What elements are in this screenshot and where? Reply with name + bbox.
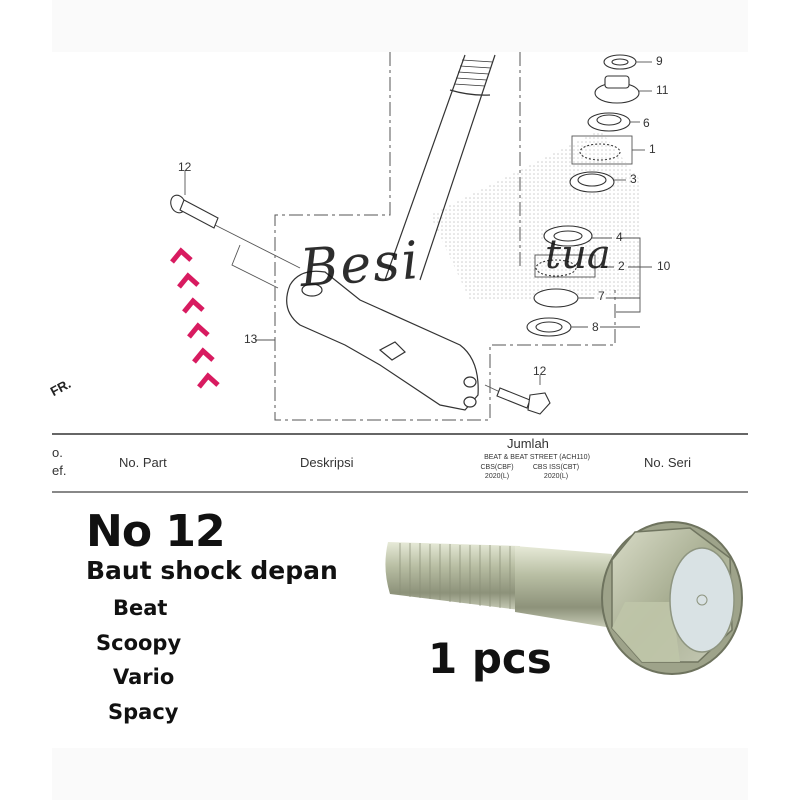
bolt-product-photo — [385, 521, 743, 675]
no-seri-col-header: No. Seri — [644, 455, 691, 470]
callout-7: 7 — [598, 289, 605, 303]
callout-2: 2 — [618, 259, 625, 273]
watermark-besi: Besi — [298, 230, 423, 300]
deskripsi-col-header: Deskripsi — [300, 455, 354, 470]
callout-12-top: 12 — [178, 160, 192, 174]
callout-3: 3 — [630, 172, 637, 186]
model-scoopy: Scoopy — [96, 631, 182, 655]
jumlah-model-label: BEAT & BEAT STREET (ACH110) — [484, 454, 590, 461]
exploded-diagram-drawing — [170, 52, 652, 421]
jumlah-col2-label: CBS ISS(CBT) — [532, 464, 580, 471]
part-number-title: No 12 — [86, 506, 226, 557]
no-part-col-header: No. Part — [119, 455, 167, 470]
bearing-stack-drawing — [526, 54, 640, 337]
jumlah-col2-year: 2020(L) — [543, 473, 569, 480]
callout-13: 13 — [244, 332, 258, 346]
callout-6: 6 — [643, 116, 650, 130]
ref-col-header-bottom: ef. — [52, 463, 67, 478]
callout-4: 4 — [616, 230, 623, 244]
jumlah-col-header: Jumlah — [507, 436, 549, 451]
callout-8: 8 — [592, 320, 599, 334]
jumlah-col1-label: CBS(CBF) — [480, 464, 514, 471]
callout-12-bottom: 12 — [533, 364, 547, 378]
parts-table-header: o. ef. No. Part Deskripsi Jumlah BEAT & … — [52, 433, 748, 493]
bolt-12-top-drawing — [170, 194, 219, 229]
top-band — [52, 0, 748, 52]
model-spacy: Spacy — [108, 700, 179, 724]
quantity-label: 1 pcs — [428, 634, 552, 683]
callout-10: 10 — [657, 259, 671, 273]
bolt-12-bottom-drawing — [496, 387, 551, 415]
jumlah-col1-year: 2020(L) — [484, 473, 510, 480]
callout-11: 11 — [656, 83, 669, 97]
ref-col-header-top: o. — [52, 445, 63, 460]
callout-9: 9 — [656, 54, 663, 68]
part-name: Baut shock depan — [86, 556, 338, 585]
callout-1: 1 — [649, 142, 656, 156]
pink-arrows — [170, 247, 220, 389]
model-vario: Vario — [113, 665, 175, 689]
model-beat: Beat — [113, 596, 168, 620]
parts-diagram: 12 13 12 9 11 6 1 3 4 2 10 7 8 FR. — [0, 52, 800, 432]
watermark-tua: tua — [545, 232, 611, 278]
bottom-band — [52, 748, 748, 800]
